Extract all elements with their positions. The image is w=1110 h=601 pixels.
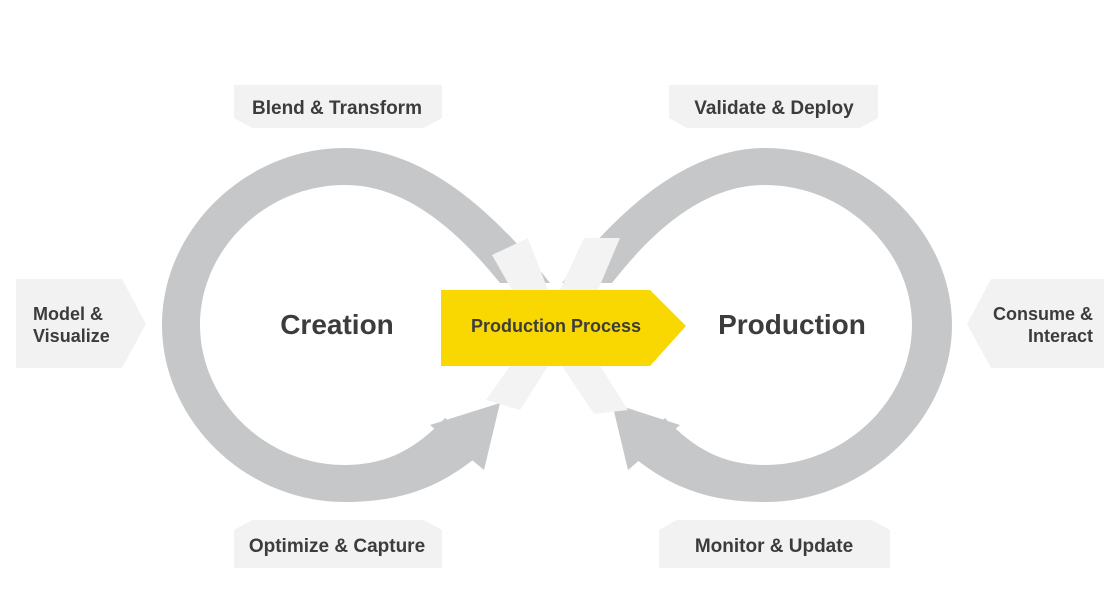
production-loop [562,148,952,502]
crossing-ribbon-up [492,238,548,290]
creation-arrow-head-icon [430,403,500,470]
stage-label-line2: Interact [1028,326,1093,346]
stage-label: Validate & Deploy [694,98,854,119]
stage-label-line1: Consume & [993,304,1093,324]
production-arrow-head-icon [612,403,680,470]
stage-consume-interact: Consume & Interact [967,279,1104,368]
production-process-box: Production Process [441,290,686,366]
production-title: Production [718,309,866,340]
stage-blend-transform: Blend & Transform [234,85,442,128]
crossing-ribbon-up-right [560,238,620,290]
process-box-shape [441,290,686,366]
stage-label-box [16,279,146,368]
process-label: Production Process [471,316,641,336]
stage-label-box [967,279,1104,368]
crossing-ribbon-down-right [562,366,628,414]
stage-model-visualize: Model & Visualize [16,279,146,368]
stage-label-box [234,85,442,128]
stage-monitor-update: Monitor & Update [659,520,890,568]
stage-label: Blend & Transform [252,98,422,119]
creation-loop [162,148,550,502]
stage-label: Optimize & Capture [249,536,425,557]
stage-label-line1: Model & [33,304,103,324]
stage-validate-deploy: Validate & Deploy [669,85,878,128]
crossing-ribbon-down-left [486,366,548,410]
crossing-ribbons [486,238,628,414]
stage-label-box [659,520,890,568]
stage-optimize-capture: Optimize & Capture [234,520,442,568]
stage-label-box [669,85,878,128]
creation-title: Creation [280,309,394,340]
stage-label-line2: Visualize [33,326,110,346]
stage-label: Monitor & Update [695,536,853,557]
stage-label-box [234,520,442,568]
